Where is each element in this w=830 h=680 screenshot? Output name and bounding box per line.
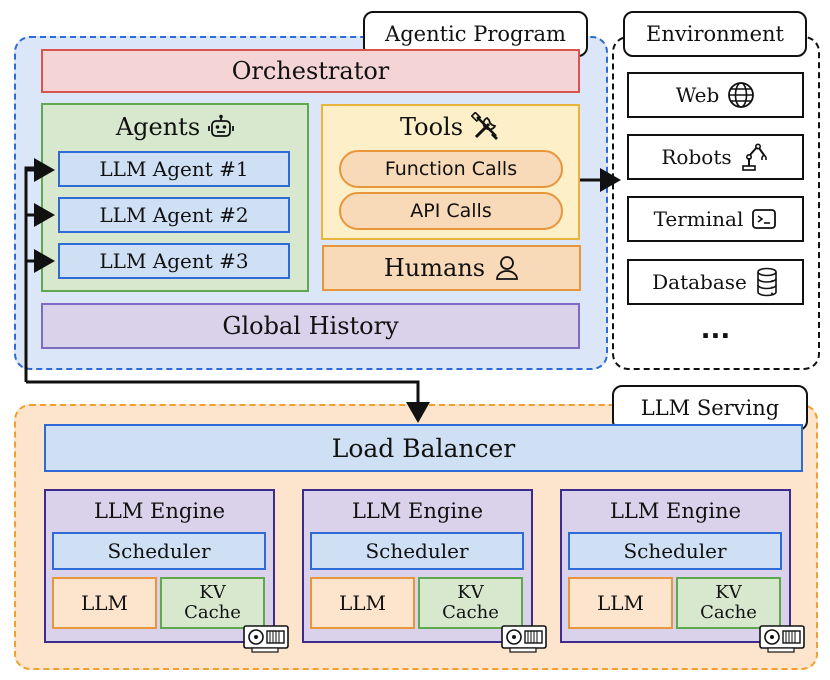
llm-agent-1: LLM Agent #1 bbox=[58, 151, 290, 187]
robot-icon bbox=[208, 114, 235, 137]
humans-box: Humans bbox=[322, 245, 581, 291]
env-web: Web bbox=[627, 72, 804, 118]
llm-engine-3-title: LLM Engine bbox=[609, 499, 742, 523]
person-icon bbox=[496, 256, 519, 280]
llm-agent-3: LLM Agent #3 bbox=[58, 243, 290, 279]
kv-cache-1-line2: Cache bbox=[184, 602, 241, 623]
kv-cache-2-line2: Cache bbox=[442, 602, 499, 623]
tools-title: Tools bbox=[399, 113, 464, 141]
env-robots: Robots bbox=[627, 134, 804, 180]
scheduler-1: Scheduler bbox=[52, 532, 266, 570]
llm-agent-2: LLM Agent #2 bbox=[58, 197, 290, 233]
llm-3: LLM bbox=[568, 577, 673, 629]
scheduler-3: Scheduler bbox=[568, 532, 782, 570]
agents-title: Agents bbox=[115, 113, 201, 141]
gpu-icon bbox=[243, 625, 289, 653]
global-history-box: Global History bbox=[41, 303, 580, 349]
database-icon bbox=[757, 267, 777, 297]
llm-serving-tag: LLM Serving bbox=[612, 385, 808, 431]
robot-arm-icon bbox=[741, 143, 767, 171]
env-ellipsis: ... bbox=[700, 315, 731, 345]
api-calls-pill: API Calls bbox=[339, 192, 563, 230]
kv-cache-2: KV Cache bbox=[418, 577, 523, 629]
tools-header: Tools bbox=[321, 110, 580, 144]
llm-engine-2-title: LLM Engine bbox=[351, 499, 484, 523]
kv-cache-3-line2: Cache bbox=[700, 602, 757, 623]
load-balancer-box: Load Balancer bbox=[44, 424, 803, 472]
env-terminal: Terminal bbox=[627, 196, 804, 242]
kv-cache-3: KV Cache bbox=[676, 577, 781, 629]
kv-cache-1: KV Cache bbox=[160, 577, 265, 629]
tools-icon bbox=[471, 112, 499, 140]
humans-label: Humans bbox=[383, 254, 486, 282]
llm-2: LLM bbox=[310, 577, 415, 629]
environment-tag: Environment bbox=[623, 11, 807, 57]
env-web-label: Web bbox=[675, 83, 720, 107]
scheduler-2: Scheduler bbox=[310, 532, 524, 570]
terminal-icon bbox=[752, 209, 777, 229]
llm-1: LLM bbox=[52, 577, 157, 629]
function-calls-pill: Function Calls bbox=[339, 150, 563, 188]
globe-icon bbox=[728, 82, 755, 108]
env-robots-label: Robots bbox=[661, 145, 732, 169]
env-database-label: Database bbox=[652, 270, 747, 294]
kv-cache-2-line1: KV bbox=[457, 582, 484, 603]
env-database: Database bbox=[627, 259, 804, 305]
kv-cache-3-line1: KV bbox=[715, 582, 742, 603]
llm-engine-1-title: LLM Engine bbox=[93, 499, 226, 523]
gpu-icon bbox=[759, 625, 805, 653]
env-terminal-label: Terminal bbox=[653, 207, 744, 231]
agents-header: Agents bbox=[41, 110, 309, 144]
kv-cache-1-line1: KV bbox=[199, 582, 226, 603]
gpu-icon bbox=[501, 625, 547, 653]
orchestrator-box: Orchestrator bbox=[41, 49, 580, 93]
